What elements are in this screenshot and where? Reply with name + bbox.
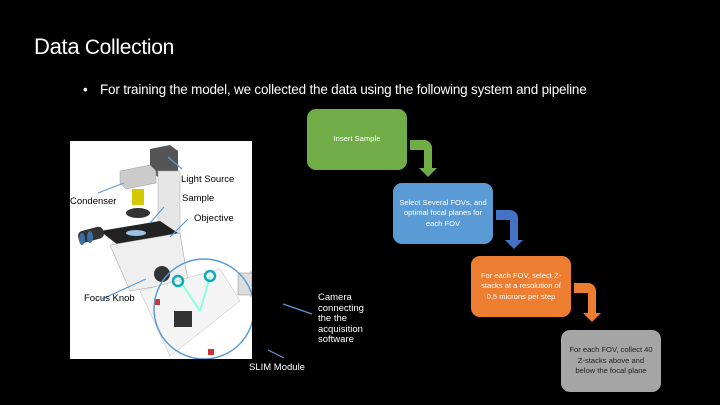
red-component-2 [208,349,214,355]
light-source-pointer [167,156,183,170]
sample-pointer [149,206,165,224]
slim-module-circle [153,258,252,359]
label-condenser: Condenser [70,196,117,207]
arrow-green [410,140,437,177]
microscope-figure: Light Source Condenser Sample Objective … [70,141,252,359]
camera-pointer [282,303,313,315]
camera-line-4: acquisition [318,323,363,335]
camera-line-5: software [318,334,354,345]
focus-knob-pointer [101,278,147,300]
eyepiece-lens-2 [87,231,93,243]
label-camera: Camera connecting the the acquisition so… [318,292,364,346]
focus-knob-shape [154,266,170,282]
bullet-text: For training the model, we collected the… [100,82,587,97]
red-component-1 [154,299,160,305]
condenser-shape [119,164,157,190]
light-source-shape [150,145,178,177]
arrow-orange [574,283,601,322]
title-word-data: Data [34,34,80,59]
step-select-zstacks: For each FOV, select Z-stacks at a resol… [471,256,571,317]
eyepiece-lens-1 [79,233,85,245]
title-word-collection: Collection [79,36,175,59]
turret [126,208,150,218]
label-slim-module: SLIM Module [249,362,305,373]
objective-pointer [169,218,189,238]
bullet-icon: • [83,82,88,97]
label-sample: Sample [182,193,215,204]
slim-pointer [267,349,285,359]
camera-line-1: Camera [318,292,352,303]
label-objective: Objective [194,213,234,224]
slide-title: Data Collection [34,34,174,60]
condenser-lens [132,189,144,205]
label-focus-knob: Focus Knob [84,293,135,304]
slim-lens-2 [203,269,217,283]
sample-dish [126,230,146,236]
camera-line-2: connecting [318,302,364,314]
step-select-fovs: Select Several FOVs, and optimal focal p… [393,183,493,244]
step-collect-zstacks: For each FOV, collect 40 Z-stacks above … [561,330,661,392]
step-insert-sample: Insert Sample [307,109,407,170]
slm-device [174,311,192,327]
arrow-blue [496,210,523,249]
microscope-illustration [77,145,252,359]
bullet-point: • For training the model, we collected t… [83,82,587,97]
camera-body [237,272,252,296]
beam-1 [179,280,201,312]
slim-lens-1 [171,274,185,288]
condenser-pointer [97,182,125,194]
label-light-source: Light Source [181,174,235,185]
camera-line-3: the the [318,313,348,324]
